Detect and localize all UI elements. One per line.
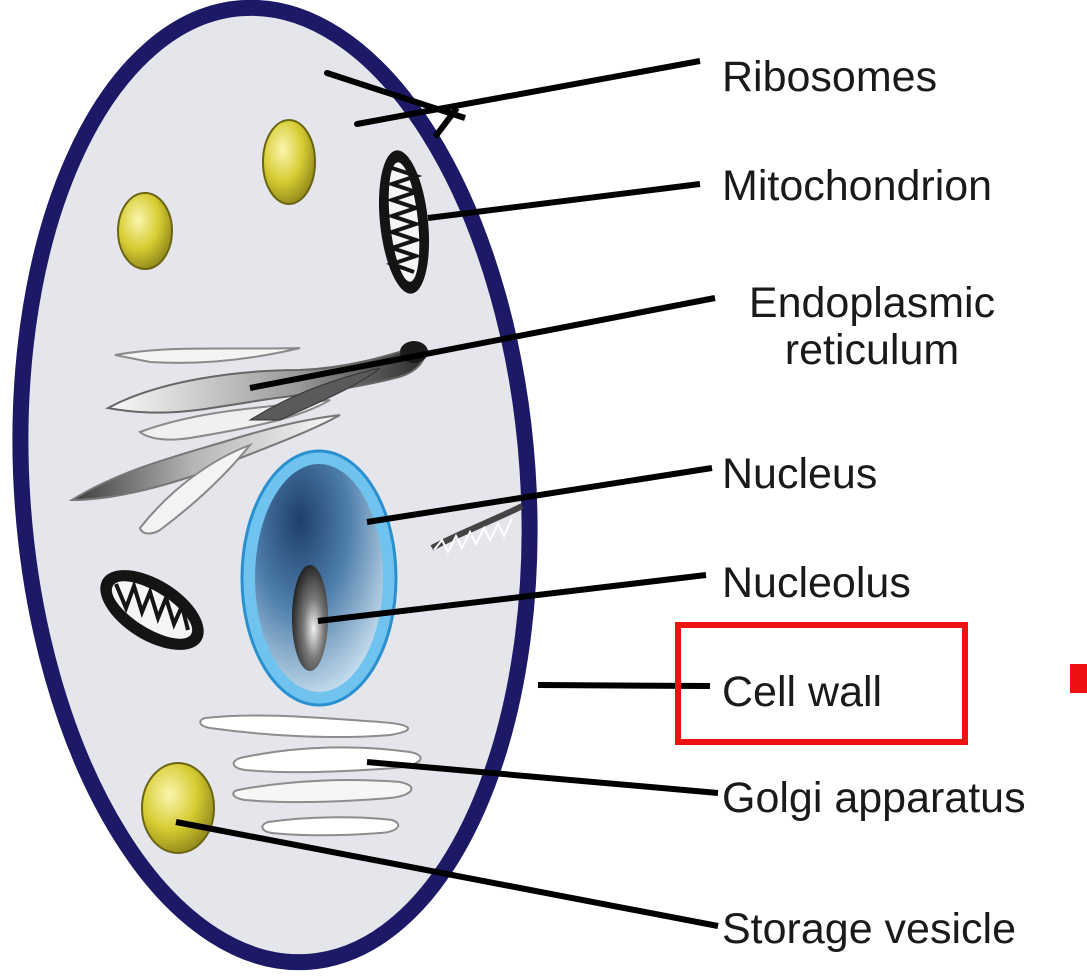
- label-storage-vesicle: Storage vesicle: [722, 908, 1016, 951]
- label-er-line1: Endoplasmic: [722, 280, 1022, 327]
- label-endoplasmic-reticulum: Endoplasmic reticulum: [722, 280, 1022, 375]
- label-nucleolus: Nucleolus: [722, 562, 911, 605]
- label-ribosomes: Ribosomes: [722, 56, 937, 99]
- label-golgi-apparatus: Golgi apparatus: [722, 777, 1026, 820]
- highlight-box: [675, 622, 968, 745]
- highlight-marker: [1070, 664, 1087, 693]
- label-mitochondrion: Mitochondrion: [722, 165, 992, 208]
- label-nucleus: Nucleus: [722, 453, 877, 496]
- label-er-line2: reticulum: [722, 327, 1022, 374]
